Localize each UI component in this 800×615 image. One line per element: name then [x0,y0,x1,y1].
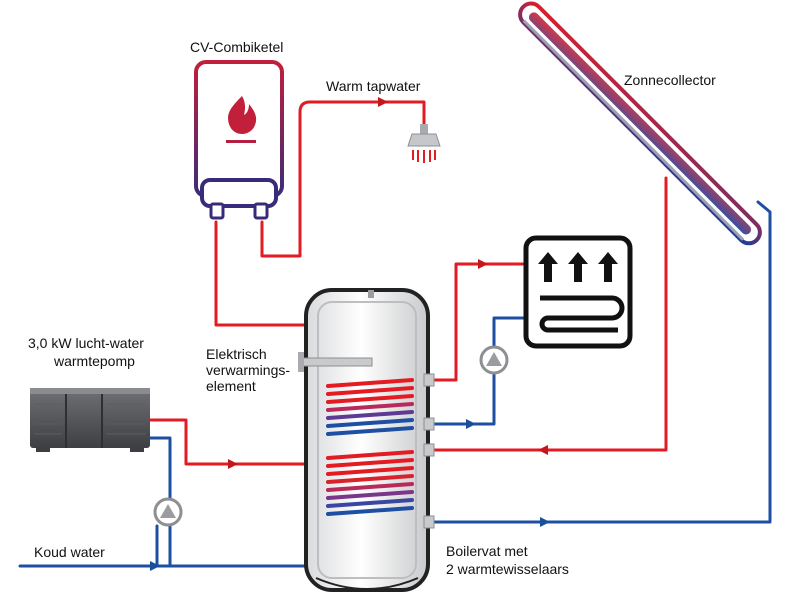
floorheating-return-pipe [426,316,526,426]
combi-boiler [194,60,284,220]
warm-tapwater-label: Warm tapwater [326,78,421,94]
heatpump-hot-pipe [148,418,314,466]
solar-cold-pipe [426,200,772,524]
element-label-line3: element [206,378,256,394]
heatpump-label-line1: 3,0 kW lucht-water [28,335,144,351]
heatpump-label-line2: warmtepomp [54,353,135,369]
shower-icon [407,124,441,163]
flame-icon [228,96,257,134]
flow-arrows [150,97,550,571]
element-label-line2: verwarmings- [206,362,291,378]
tank-label-line2: 2 warmtewisselaars [446,561,569,577]
tank-label-line1: Boilervat met [446,543,528,559]
heat-pump-icon [30,388,150,452]
storage-tank [298,288,435,592]
hot-tapwater-pipe [260,100,426,258]
solar-collector-icon [518,1,762,246]
boiler-label: CV-Combiketel [190,39,284,55]
solar-collector-label: Zonnecollector [624,72,716,88]
pump-icon [153,497,183,527]
element-label-line1: Elektrisch [206,346,267,362]
boiler-to-tank-pipe [214,220,314,327]
electric-element [299,357,373,367]
solar-hot-pipe [426,176,668,452]
cold-water-label: Koud water [34,544,105,560]
floor-heating-icon [523,235,633,349]
pump-icon [479,345,509,375]
coil-to-floorheating-pipe [426,262,526,382]
